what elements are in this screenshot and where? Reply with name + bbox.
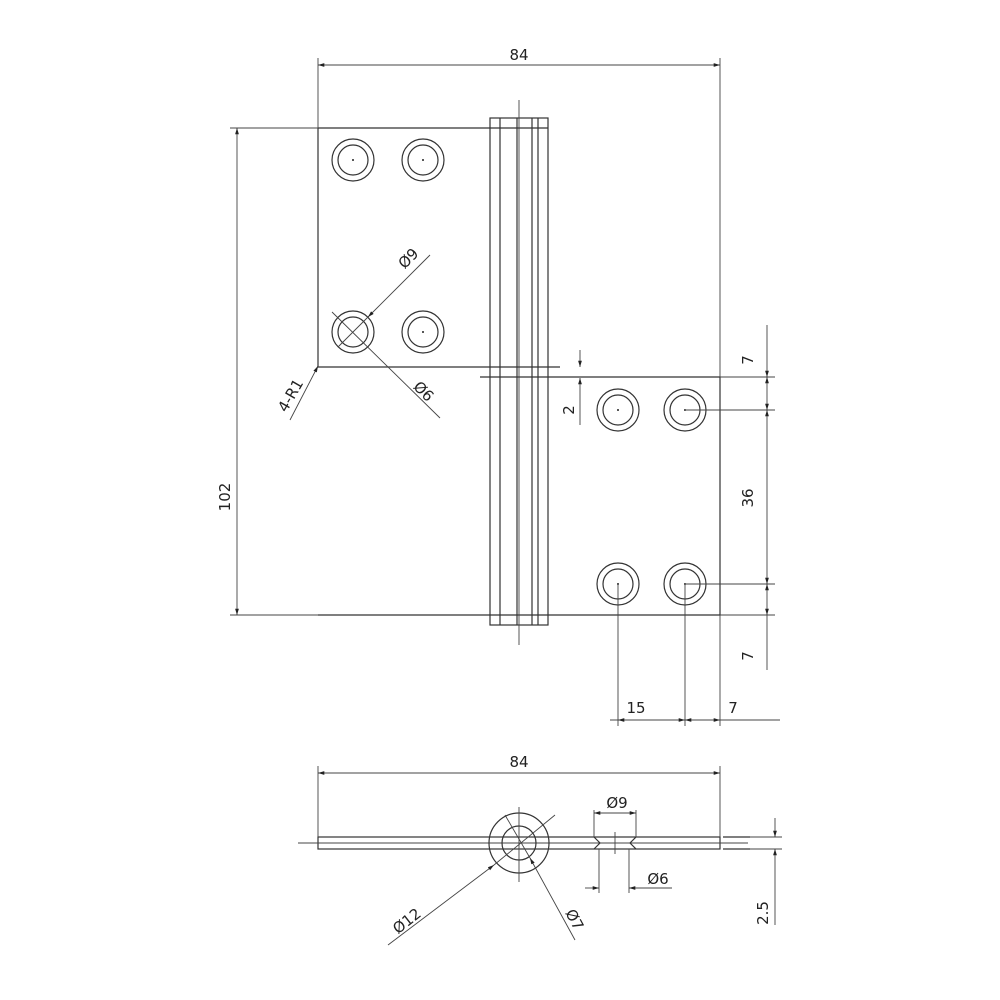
countersink-dim: Ø9 [606, 794, 627, 812]
knuckle-outer-dim: Ø12 [389, 904, 424, 937]
dimension-lines [230, 58, 780, 726]
top-height-dim: 102 [216, 483, 234, 512]
edge-right-dim: 7 [728, 699, 738, 717]
right-leaf [548, 376, 721, 616]
hole-dim: Ø6 [647, 870, 668, 888]
screw-holes [331, 138, 707, 606]
pin-dim: Ø7 [561, 906, 587, 933]
hole-spacing-h-dim: 15 [626, 699, 645, 717]
side-view: 84 Ø9 Ø6 Ø12 Ø7 2.5 [298, 753, 782, 946]
side-dimension-lines [317, 766, 782, 946]
side-width-dim: 84 [509, 753, 528, 771]
hinge-knuckle [480, 100, 560, 645]
edge-bottom-dim: 7 [739, 651, 757, 661]
top-width-dim: 84 [509, 46, 528, 64]
countersink-profile [593, 836, 637, 850]
left-leaf [317, 127, 490, 368]
hole-spacing-v-dim: 36 [739, 488, 757, 507]
inner-hole-dim: Ø6 [410, 378, 438, 406]
gap-dim: 2 [560, 405, 578, 415]
outer-hole-dim: Ø9 [395, 245, 423, 273]
thickness-dim: 2.5 [754, 901, 772, 925]
edge-top-dim: 7 [739, 355, 757, 365]
top-view: 84 102 Ø9 Ø6 4-R1 2 7 36 7 15 7 [216, 46, 780, 726]
